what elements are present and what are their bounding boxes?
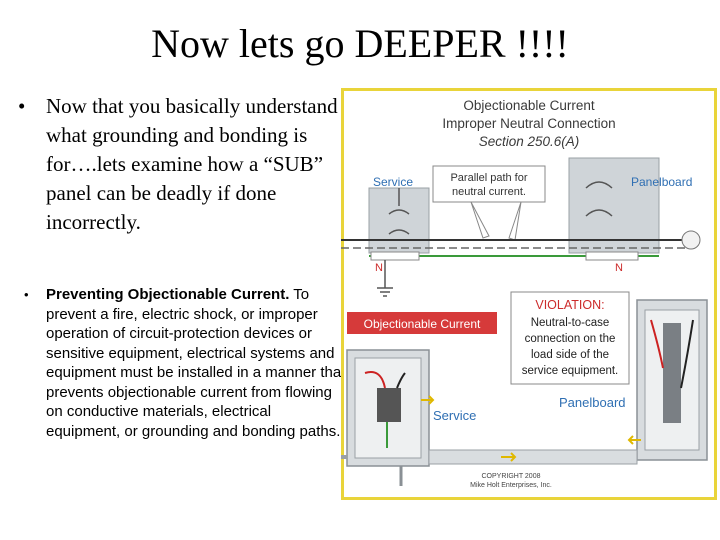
- panelboard-top-label: Panelboard: [631, 175, 692, 189]
- panel-wire-red: [650, 319, 664, 369]
- parallel-line-1: Parallel path for: [450, 172, 527, 184]
- bullet-body: To prevent a fire, electric shock, or im…: [46, 286, 346, 440]
- bullet-grounding-intro: • Now that you basically understand what…: [18, 92, 338, 237]
- header-line-3: Section 250.6(A): [479, 134, 580, 149]
- header-line-2: Improper Neutral Connection: [442, 116, 615, 131]
- panel-neutral-bar: [585, 251, 639, 261]
- violation-callout: [510, 291, 630, 385]
- neutral-label-left: N: [375, 262, 383, 274]
- diagram-svg: Objectionable Current Improper Neutral C…: [341, 88, 717, 500]
- parallel-path-callout: [432, 165, 546, 203]
- feeder-conduit: [428, 449, 638, 465]
- panel-switch-arc-2: [585, 209, 613, 217]
- objectionable-current-badge: [347, 312, 497, 334]
- bullet-dot: •: [18, 94, 26, 118]
- slide-title: Now lets go DEEPER !!!!: [151, 21, 569, 66]
- bullet-heading: Preventing Objectionable Current.: [46, 286, 290, 303]
- bullet-dot: •: [24, 287, 29, 302]
- service-meter-base: [377, 388, 401, 422]
- service-top-label: Service: [373, 175, 413, 189]
- violation-line-3: load side of the: [531, 349, 609, 361]
- copyright-line-1: COPYRIGHT 2008: [481, 473, 540, 480]
- violation-line-4: service equipment.: [522, 365, 619, 377]
- service-switch-arc: [388, 209, 410, 215]
- panelboard-bottom-label: Panelboard: [559, 395, 626, 410]
- copyright-line-2: Mike Holt Enterprises, Inc.: [470, 482, 552, 489]
- service-bottom-label: Service: [433, 408, 476, 423]
- violation-title: VIOLATION:: [535, 298, 604, 312]
- panel-wire-black: [680, 319, 694, 389]
- bullet-text: Preventing Objectionable Current. To pre…: [46, 285, 348, 441]
- panel-switch-arc: [585, 181, 613, 189]
- service-switch-arc-2: [388, 229, 410, 235]
- neutral-label-right: N: [615, 262, 623, 274]
- header-line-1: Objectionable Current: [463, 98, 595, 113]
- current-arrow-2: [501, 452, 517, 462]
- objectionable-current-diagram: Objectionable Current Improper Neutral C…: [341, 88, 717, 500]
- bullet-objectionable-current: • Preventing Objectionable Current. To p…: [18, 285, 348, 441]
- lamp-icon: [681, 230, 701, 250]
- callout-pointer-left: [470, 201, 490, 239]
- panelboard-breaker-stack: [663, 323, 681, 423]
- current-arrow-3: [627, 435, 641, 445]
- violation-line-1: Neutral-to-case: [531, 317, 610, 329]
- service-wire-black: [396, 372, 406, 389]
- objectionable-current-label: Objectionable Current: [364, 317, 481, 331]
- service-neutral-bar: [370, 251, 420, 261]
- violation-line-2: connection on the: [525, 333, 616, 345]
- service-wire-red: [364, 371, 386, 389]
- parallel-line-2: neutral current.: [452, 186, 526, 198]
- bullet-text: Now that you basically understand what g…: [46, 94, 338, 234]
- panelboard-box-top: [568, 157, 660, 254]
- current-arrow-1: [421, 395, 435, 405]
